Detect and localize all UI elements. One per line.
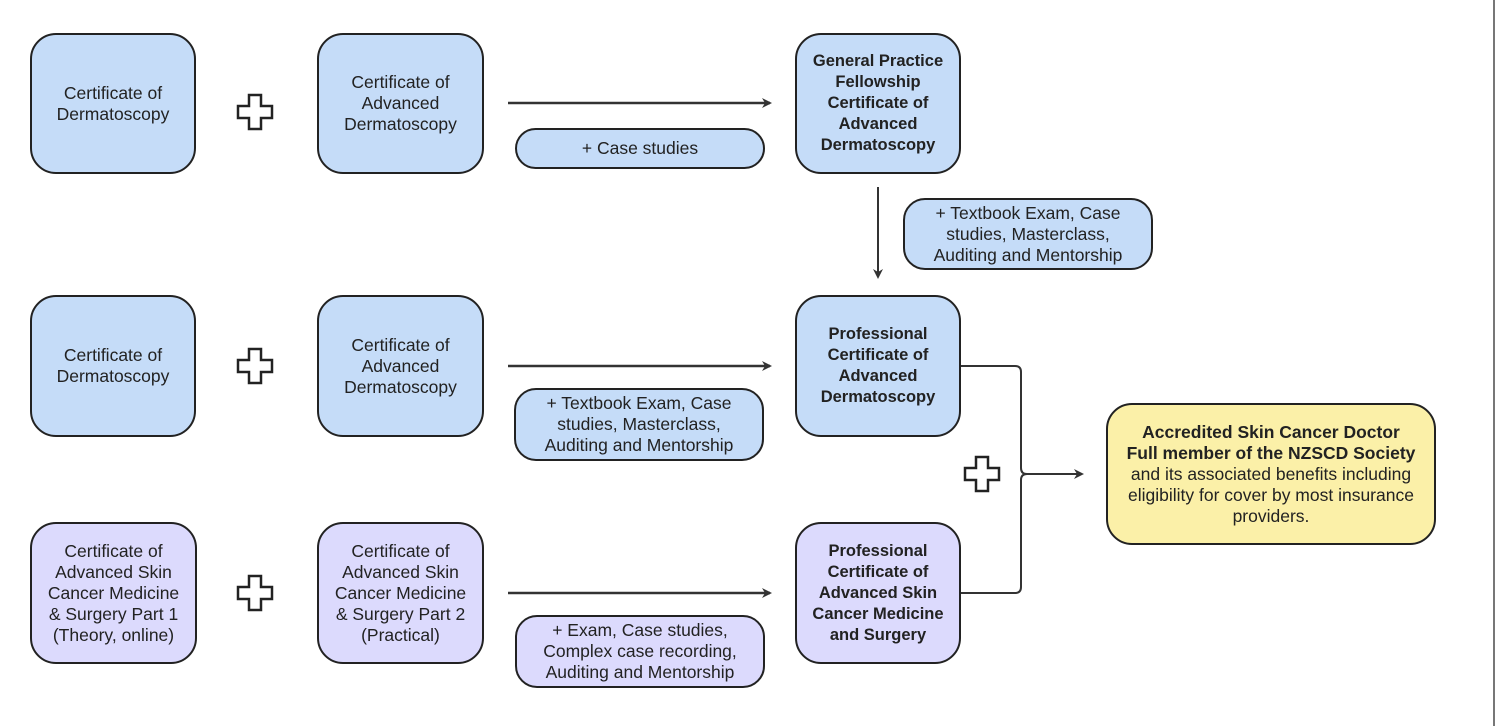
requirement-exam-case-studies: + Exam, Case studies, Complex case recor… bbox=[515, 615, 765, 688]
certificate-of-advanced-dermatoscopy-box-1: Certificate of Advanced Dermatoscopy bbox=[317, 33, 484, 174]
certificate-of-advanced-dermatoscopy-box-2: Certificate of Advanced Dermatoscopy bbox=[317, 295, 484, 437]
plus-icon bbox=[236, 574, 274, 612]
certificate-of-dermatoscopy-box-1: Certificate of Dermatoscopy bbox=[30, 33, 196, 174]
accredited-skin-cancer-doctor-box: Accredited Skin Cancer Doctor Full membe… bbox=[1106, 403, 1436, 545]
professional-certificate-dermatoscopy-box: Professional Certificate of Advanced Der… bbox=[795, 295, 961, 437]
skin-cancer-part1-box: Certificate of Advanced Skin Cancer Medi… bbox=[30, 522, 197, 664]
plus-icon bbox=[963, 455, 1001, 493]
plus-icon bbox=[236, 93, 274, 131]
final-title-line2: Full member of the NZSCD Society bbox=[1126, 442, 1416, 463]
plus-icon bbox=[236, 347, 274, 385]
requirement-textbook-exam: + Textbook Exam, Case studies, Mastercla… bbox=[514, 388, 764, 461]
gp-fellowship-certificate-box: General Practice Fellowship Certificate … bbox=[795, 33, 961, 174]
requirement-case-studies: + Case studies bbox=[515, 128, 765, 169]
requirement-upgrade-to-professional: + Textbook Exam, Case studies, Mastercla… bbox=[903, 198, 1153, 270]
skin-cancer-part2-box: Certificate of Advanced Skin Cancer Medi… bbox=[317, 522, 484, 664]
professional-certificate-skin-cancer-box: Professional Certificate of Advanced Ski… bbox=[795, 522, 961, 664]
page-border bbox=[1493, 0, 1495, 726]
certificate-of-dermatoscopy-box-2: Certificate of Dermatoscopy bbox=[30, 295, 196, 437]
final-description: and its associated benefits including el… bbox=[1128, 463, 1414, 526]
final-title-line1: Accredited Skin Cancer Doctor bbox=[1142, 421, 1400, 442]
